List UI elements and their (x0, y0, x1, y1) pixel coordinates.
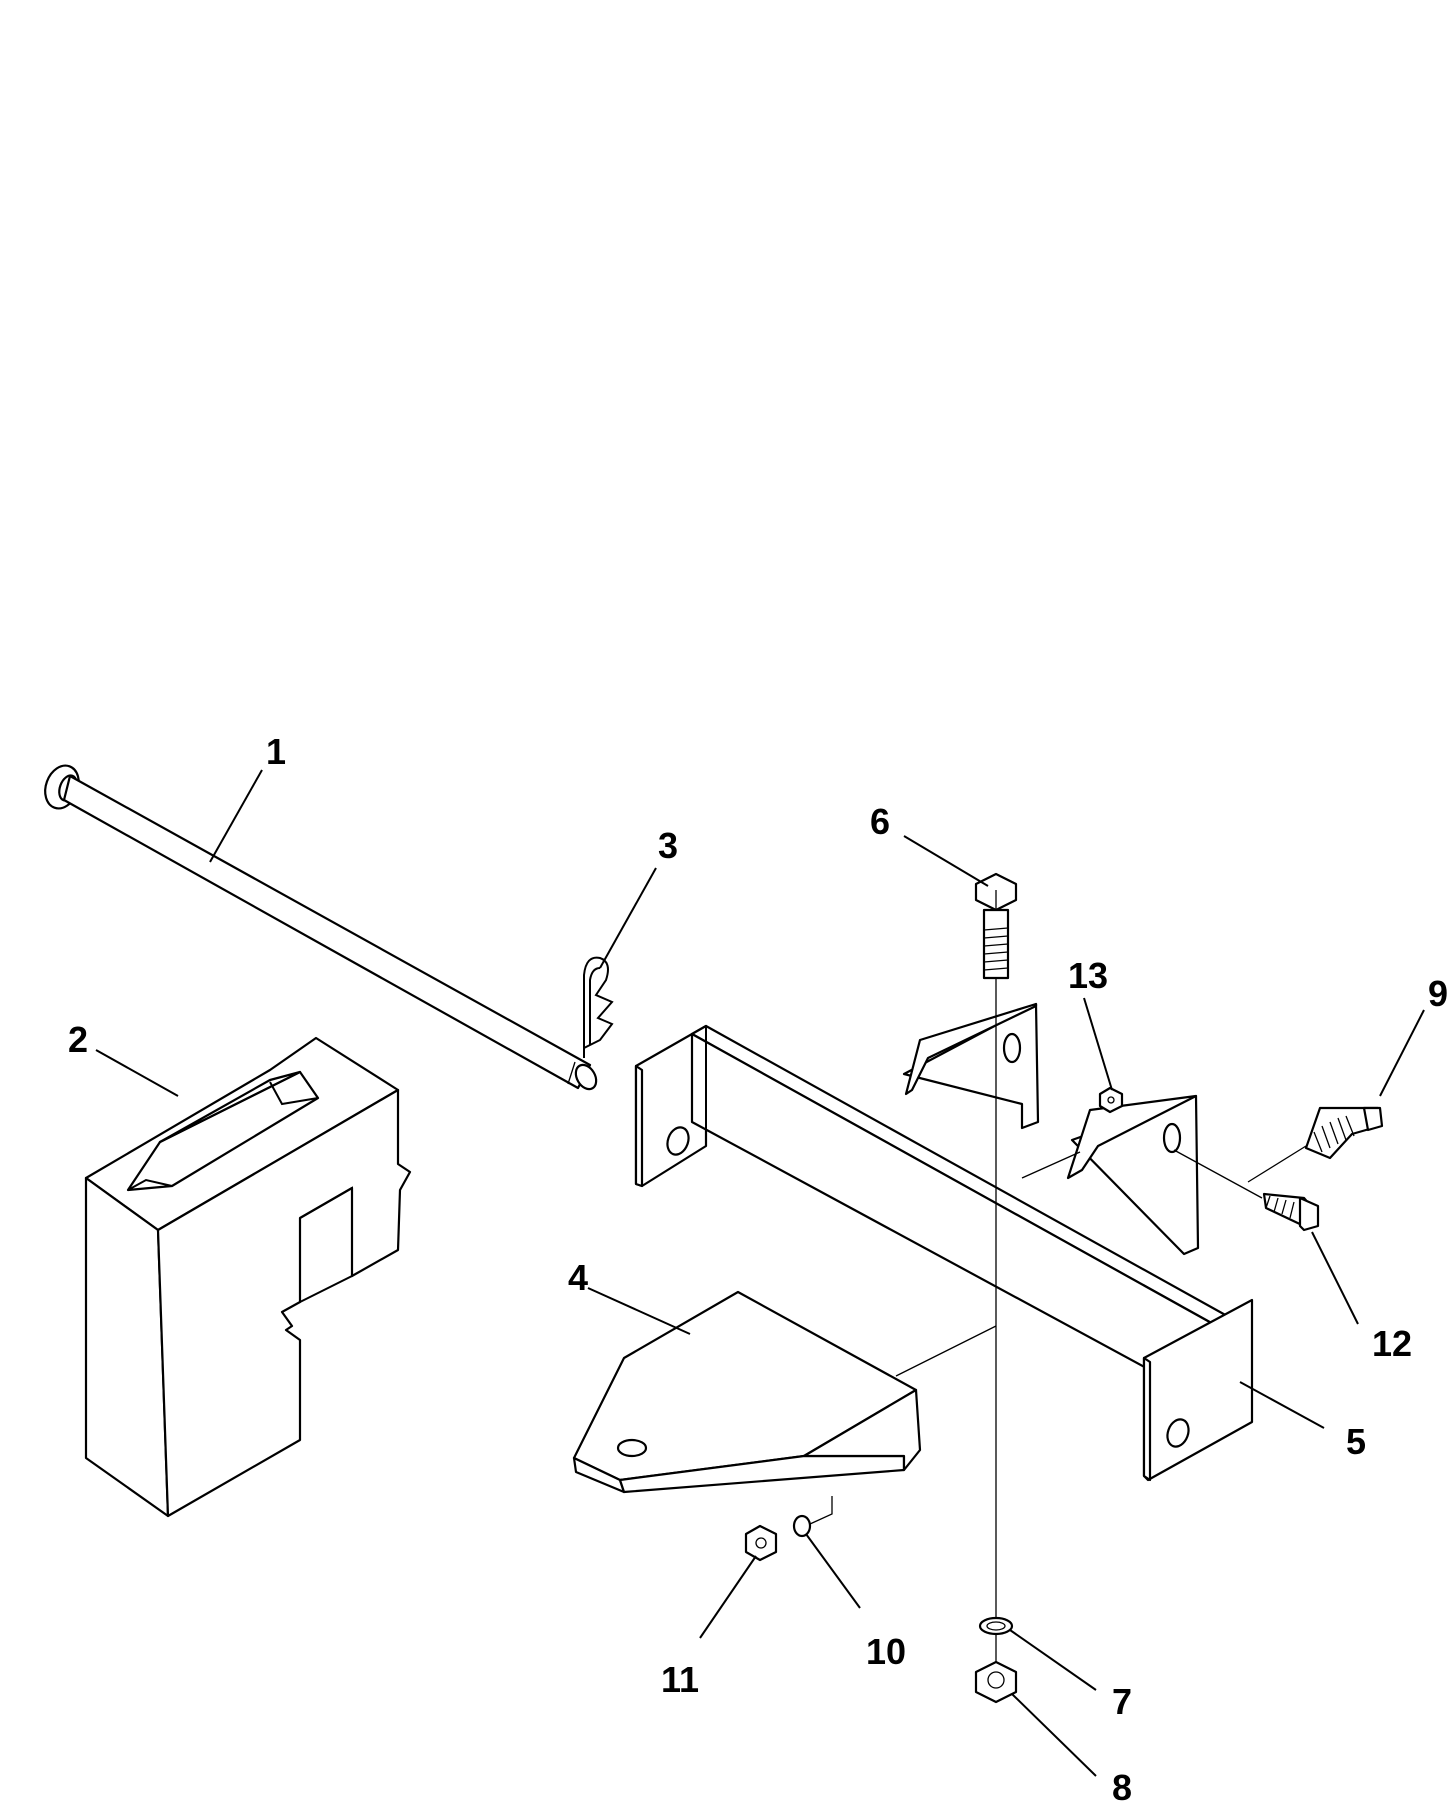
callout-6: 6 (870, 801, 890, 842)
washer-part-10 (792, 1514, 812, 1538)
drawbar-plate-part-4 (572, 1290, 922, 1494)
callout-7: 7 (1112, 1681, 1132, 1722)
callout-labels: 1 2 3 4 5 6 7 8 9 10 11 12 13 (68, 731, 1448, 1808)
leader-lines (95, 769, 1425, 1777)
callout-11: 11 (661, 1659, 699, 1700)
callout-8: 8 (1112, 1767, 1132, 1808)
callout-9: 9 (1428, 973, 1448, 1014)
callout-5: 5 (1346, 1421, 1366, 1462)
pin-part-1 (44, 764, 598, 1091)
callout-10: 10 (866, 1631, 906, 1672)
callout-12: 12 (1372, 1323, 1412, 1364)
counterweight-part-2 (84, 1036, 412, 1518)
bolt-part-6 (974, 872, 1018, 980)
assembly-center-lines (809, 978, 1307, 1662)
callout-4: 4 (568, 1257, 588, 1298)
callout-3: 3 (658, 825, 678, 866)
bolt-part-12 (1262, 1192, 1320, 1232)
bolt-part-9 (1304, 1106, 1384, 1160)
callout-13: 13 (1068, 955, 1108, 996)
crossbar-frame-part-5 (634, 1002, 1254, 1482)
callout-1: 1 (266, 731, 286, 772)
nut-part-8 (974, 1660, 1018, 1704)
callout-2: 2 (68, 1019, 88, 1060)
washer-part-7 (978, 1616, 1014, 1636)
nut-part-13 (1098, 1086, 1124, 1114)
hairpin-clip-part-3 (583, 956, 614, 1058)
nut-part-11 (744, 1524, 778, 1562)
